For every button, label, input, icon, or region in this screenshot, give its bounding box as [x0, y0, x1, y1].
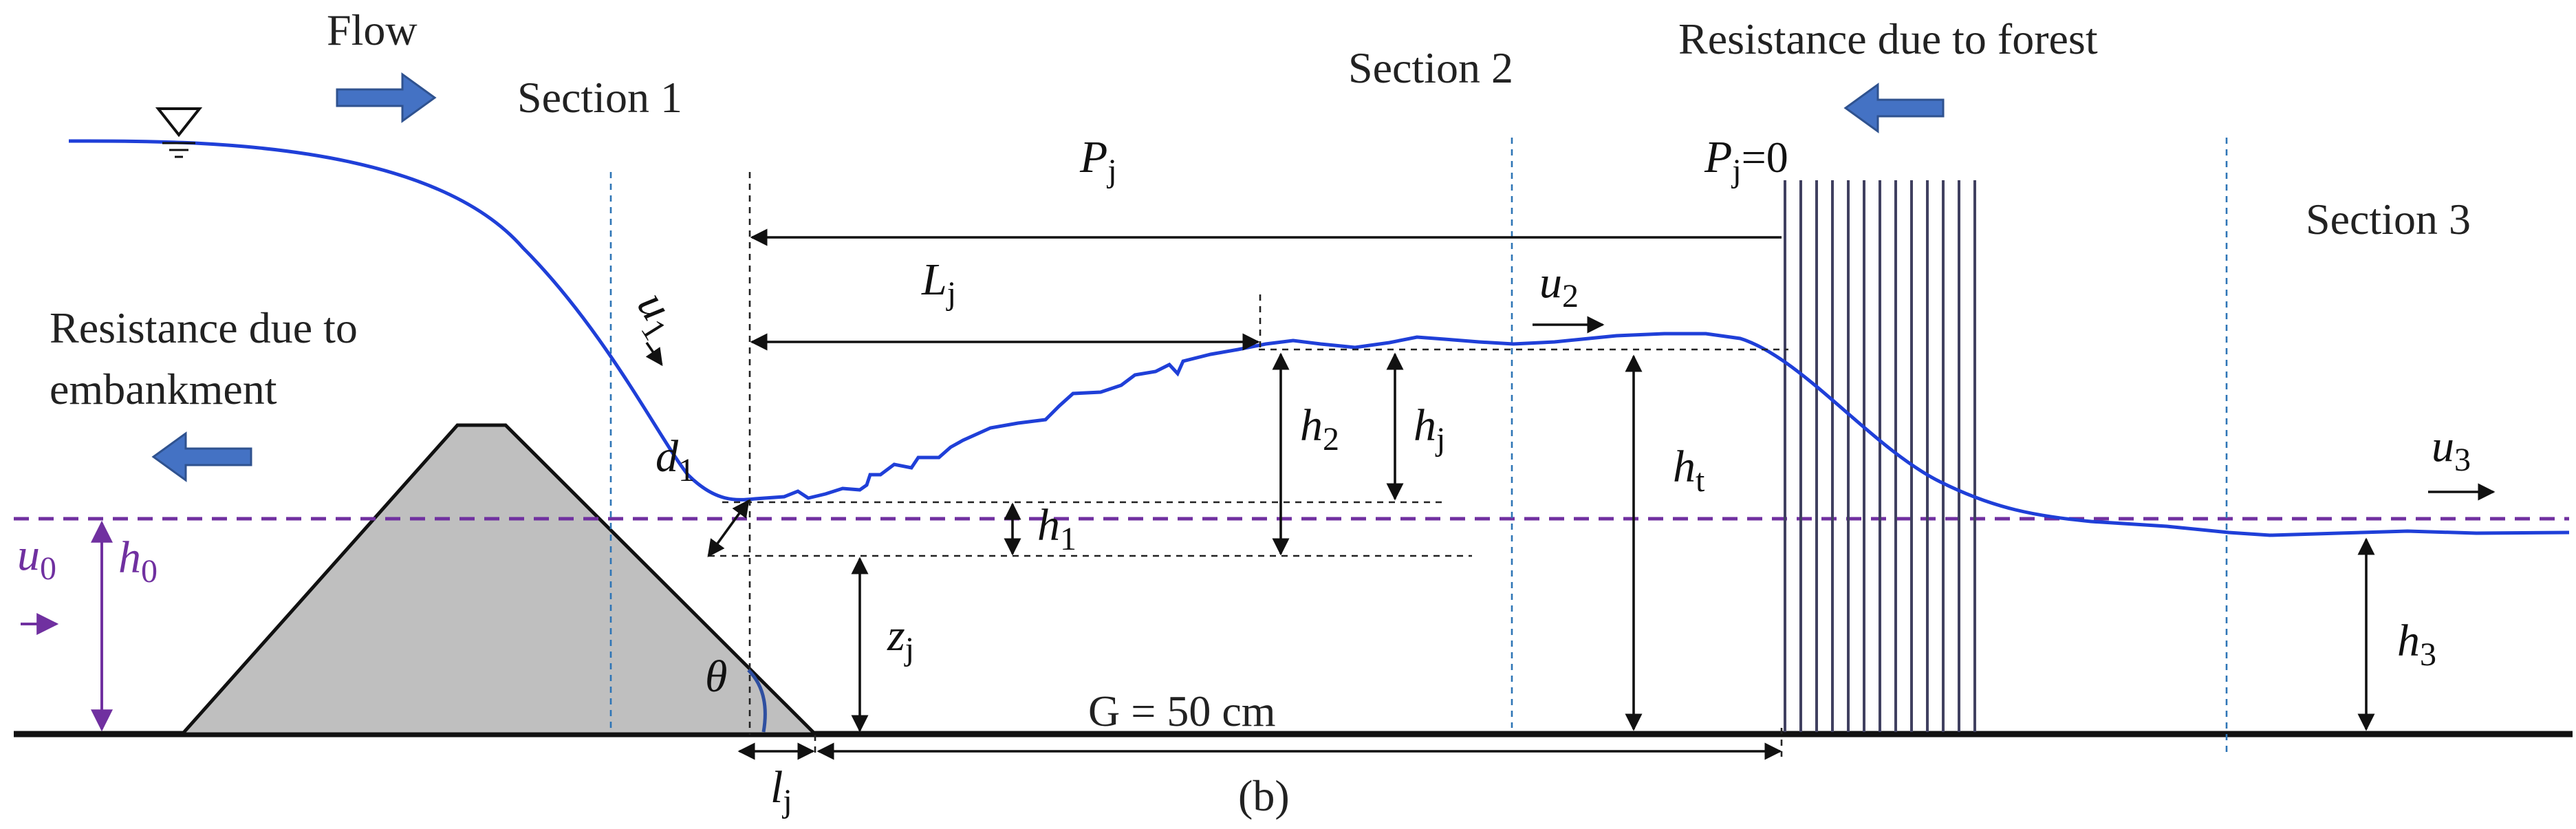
u0-symbol: u0 [17, 530, 56, 587]
block-arrow-icon [151, 431, 252, 482]
hj-symbol: hj [1414, 400, 1445, 457]
embankment [178, 423, 820, 736]
block-arrow-icon [1843, 83, 1945, 133]
section1-label: Section 1 [517, 73, 682, 122]
pj-zero-symbol: Pj=0 [1704, 132, 1788, 189]
h1-symbol: h1 [1037, 500, 1076, 557]
ht-symbol: ht [1673, 442, 1705, 499]
block-arrow-icon [336, 72, 437, 123]
zj-symbol: zj [887, 610, 914, 667]
resistance-embankment-label-1: Resistance due to [50, 303, 358, 352]
h3-symbol: h3 [2397, 616, 2436, 673]
theta-arc [747, 669, 767, 733]
inverted-triangle-icon [155, 107, 203, 158]
resistance-forest-label: Resistance due to forest [1678, 14, 2098, 63]
u1-arrow [645, 341, 663, 367]
section2-label: Section 2 [1348, 43, 1513, 92]
resistance-embankment-label-2: embankment [50, 365, 277, 413]
u2-symbol: u2 [1539, 257, 1579, 314]
forest-stems [1784, 180, 1976, 732]
flow-label: Flow [327, 6, 418, 54]
water-surface-profile [68, 139, 2570, 537]
pj-symbol: Pj [1079, 132, 1117, 189]
h0-symbol: h0 [118, 532, 158, 590]
lj-symbol: Lj [921, 255, 956, 312]
section3-label: Section 3 [2306, 195, 2471, 244]
d1-symbol: d1 [656, 431, 695, 488]
u1-symbol: u1 [622, 283, 691, 346]
g-distance-label: G = 50 cm [1088, 687, 1276, 735]
h2-symbol: h2 [1300, 400, 1339, 457]
d1-dimension [707, 499, 750, 558]
u3-symbol: u3 [2432, 421, 2471, 478]
lj-base-symbol: lj [770, 762, 792, 819]
theta-symbol: θ [705, 652, 727, 702]
caption: (b) [1238, 771, 1290, 820]
